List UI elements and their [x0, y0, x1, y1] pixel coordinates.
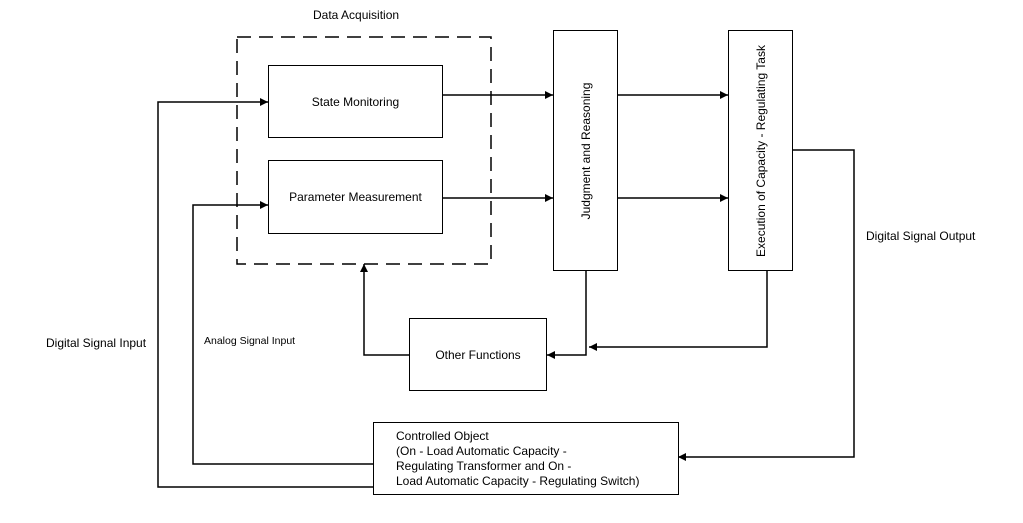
- analog-signal-input-label: Analog Signal Input: [204, 335, 296, 347]
- analog-input-line: [192, 201, 373, 465]
- digital-output-line: [678, 149, 855, 461]
- other-to-acquisition-arrow: [360, 264, 409, 356]
- controlled-object-line-3: Regulating Transformer and On -: [396, 459, 572, 473]
- digital-signal-output-label: Digital Signal Output: [866, 229, 976, 243]
- digital-input-line: [157, 98, 373, 488]
- exec-to-other-arrow: [589, 271, 768, 351]
- controlled-object-line-2: (On - Load Automatic Capacity -: [396, 444, 567, 458]
- judgment-to-other-arrow: [547, 271, 587, 359]
- digital-signal-input-label: Digital Signal Input: [46, 336, 147, 350]
- state-monitoring-box: State Monitoring: [268, 65, 443, 138]
- judgment-reasoning-text: Judgment and Reasoning: [578, 82, 593, 219]
- parameter-measurement-box: Parameter Measurement: [268, 160, 443, 234]
- execution-task-box: Execution of Capacity - Regulating Task: [728, 30, 793, 271]
- parameter-measurement-text: Parameter Measurement: [289, 190, 422, 204]
- other-functions-text: Other Functions: [435, 347, 521, 362]
- judgment-reasoning-box: Judgment and Reasoning: [553, 30, 618, 271]
- state-monitoring-text: State Monitoring: [311, 94, 400, 109]
- data-acquisition-label: Data Acquisition: [313, 8, 400, 22]
- controlled-object-line-1: Controlled Object: [396, 429, 489, 443]
- controlled-object-line-4: Load Automatic Capacity - Regulating Swi…: [396, 474, 640, 488]
- controlled-object-box: Controlled Object (On - Load Automatic C…: [373, 422, 679, 495]
- other-functions-box: Other Functions: [409, 318, 547, 391]
- execution-task-text: Execution of Capacity - Regulating Task: [753, 44, 768, 257]
